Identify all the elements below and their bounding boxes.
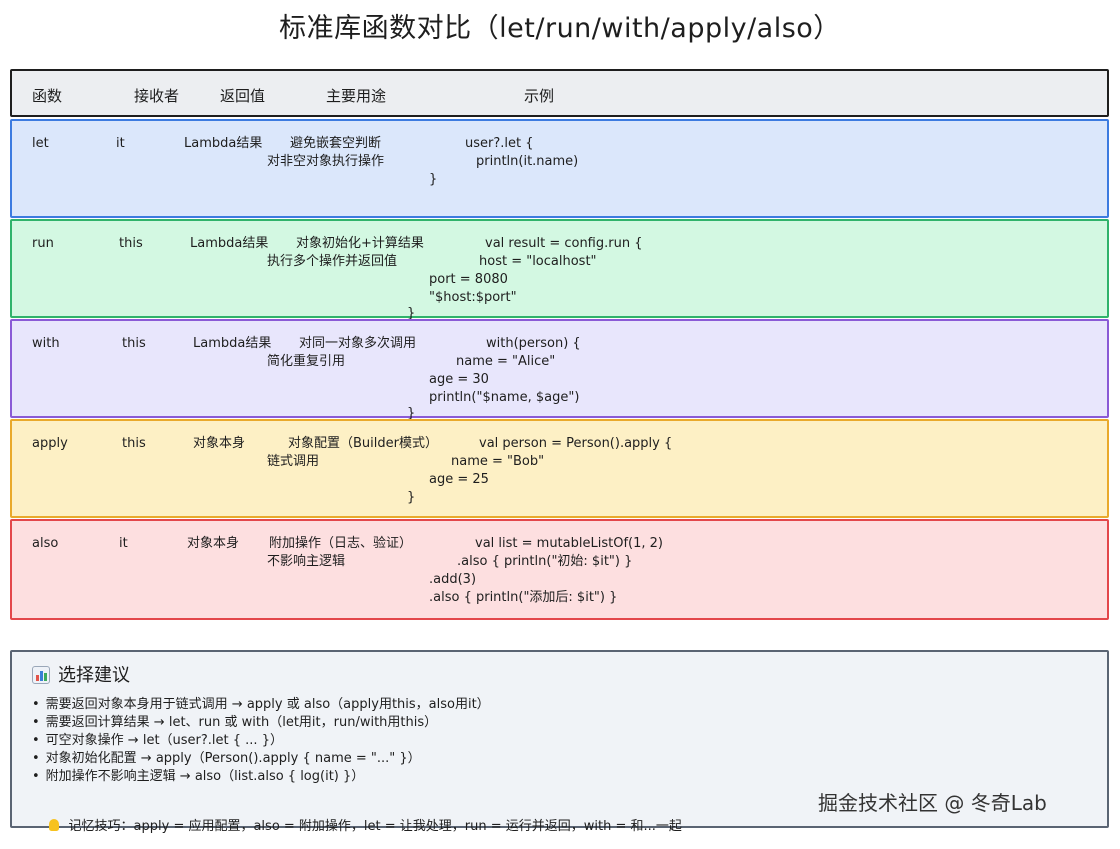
code-line: } [407, 490, 416, 505]
code-line: host = "localhost" [479, 254, 597, 269]
row-receiver: this [122, 336, 146, 351]
code-line: user?.let { [465, 136, 534, 151]
code-line: name = "Alice" [456, 354, 556, 369]
row-use-line1: 附加操作（日志、验证） [269, 536, 413, 551]
code-line: println("$name, $age") [429, 390, 580, 405]
code-line: age = 30 [429, 372, 489, 387]
code-line: "$host:$port" [429, 290, 517, 305]
memo-tip: 记忆技巧：apply = 应用配置，also = 附加操作，let = 让我处理… [32, 800, 682, 849]
row-run: run this Lambda结果 对象初始化+计算结果 执行多个操作并返回值 … [10, 219, 1109, 321]
code-line: .add(3) [429, 572, 477, 587]
code-line: println(it.name) [476, 154, 579, 169]
row-function-name: apply [32, 436, 68, 451]
row-let: let it Lambda结果 避免嵌套空判断 对非空对象执行操作 user?.… [10, 119, 1109, 218]
code-line: } [407, 306, 416, 321]
code-line: .also { println("添加后: $it") } [429, 590, 618, 605]
memo-text: 记忆技巧：apply = 应用配置，also = 附加操作，let = 让我处理… [68, 819, 682, 834]
header-function: 函数 [32, 87, 63, 105]
bar-chart-icon [32, 666, 50, 684]
row-use-line1: 对同一对象多次调用 [299, 336, 417, 351]
row-use-line2: 链式调用 [267, 454, 320, 469]
tips-heading: 选择建议 [32, 661, 130, 687]
code-line: port = 8080 [429, 272, 508, 287]
row-use-line1: 对象配置（Builder模式） [288, 436, 438, 451]
tips-title: 选择建议 [58, 665, 130, 686]
code-line: val result = config.run { [485, 236, 643, 251]
row-function-name: run [32, 236, 54, 251]
code-line: } [407, 406, 416, 421]
list-item: 可空对象操作 → let（user?.let { ... }） [32, 732, 490, 750]
row-use-line2: 不影响主逻辑 [267, 554, 346, 569]
row-receiver: this [119, 236, 143, 251]
row-return-value: Lambda结果 [184, 136, 263, 151]
row-receiver: this [122, 436, 146, 451]
row-return-value: Lambda结果 [193, 336, 272, 351]
row-return-value: Lambda结果 [190, 236, 269, 251]
watermark: 掘金技术社区 @ 冬奇Lab [818, 791, 1047, 815]
code-line: age = 25 [429, 472, 489, 487]
page-title: 标准库函数对比（let/run/with/apply/also） [279, 13, 841, 44]
row-function-name: let [32, 136, 49, 151]
header-return-value: 返回值 [220, 87, 266, 105]
code-line: val list = mutableListOf(1, 2) [475, 536, 663, 551]
header-example: 示例 [524, 87, 555, 105]
row-receiver: it [119, 536, 128, 551]
row-use-line2: 简化重复引用 [267, 354, 346, 369]
row-return-value: 对象本身 [187, 536, 240, 551]
row-receiver: it [116, 136, 125, 151]
row-return-value: 对象本身 [193, 436, 246, 451]
list-item: 需要返回计算结果 → let、run 或 with（let用it，run/wit… [32, 714, 490, 732]
row-function-name: also [32, 536, 59, 551]
row-use-line2: 对非空对象执行操作 [267, 154, 385, 169]
row-with: with this Lambda结果 对同一对象多次调用 简化重复引用 with… [10, 319, 1109, 421]
row-use-line1: 避免嵌套空判断 [290, 136, 382, 151]
code-line: name = "Bob" [451, 454, 545, 469]
row-apply: apply this 对象本身 对象配置（Builder模式） 链式调用 val… [10, 419, 1109, 518]
code-line: .also { println("初始: $it") } [457, 554, 633, 569]
lightbulb-icon [48, 819, 59, 831]
row-use-line2: 执行多个操作并返回值 [267, 254, 398, 269]
code-line: } [429, 172, 438, 187]
header-receiver: 接收者 [134, 87, 180, 105]
code-line: with(person) { [486, 336, 581, 351]
row-use-line1: 对象初始化+计算结果 [296, 236, 424, 251]
code-line: val person = Person().apply { [479, 436, 673, 451]
list-item: 需要返回对象本身用于链式调用 → apply 或 also（apply用this… [32, 696, 490, 714]
row-function-name: with [32, 336, 60, 351]
tips-list: 需要返回对象本身用于链式调用 → apply 或 also（apply用this… [32, 696, 490, 786]
tips-panel: 选择建议 需要返回对象本身用于链式调用 → apply 或 also（apply… [10, 650, 1109, 834]
list-item: 对象初始化配置 → apply（Person().apply { name = … [32, 750, 490, 768]
list-item: 附加操作不影响主逻辑 → also（list.also { log(it) }） [32, 768, 490, 786]
table-header: 函数 接收者 返回值 主要用途 示例 [10, 69, 1109, 117]
row-also: also it 对象本身 附加操作（日志、验证） 不影响主逻辑 val list… [10, 519, 1109, 620]
header-main-use: 主要用途 [326, 87, 387, 105]
